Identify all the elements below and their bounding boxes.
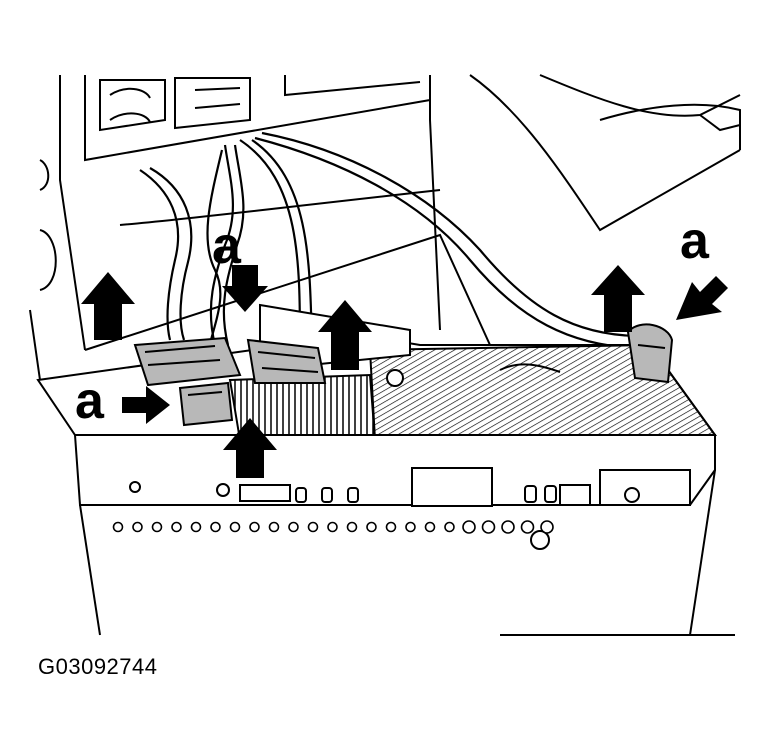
chassis-hole bbox=[424, 521, 436, 533]
connector-left bbox=[133, 336, 242, 387]
arrow-down-icon bbox=[222, 265, 268, 312]
chassis-hole bbox=[501, 520, 515, 534]
chassis-hole bbox=[462, 520, 476, 534]
chassis-hole bbox=[444, 521, 455, 533]
chassis-hole bbox=[132, 521, 143, 533]
callout-label: a bbox=[212, 217, 242, 275]
chassis-hole bbox=[210, 521, 221, 533]
chassis-hole bbox=[405, 521, 416, 533]
arrow-up-icon bbox=[81, 272, 135, 340]
chassis-hole bbox=[249, 521, 260, 533]
chassis-hole bbox=[520, 520, 535, 534]
chassis-hole bbox=[229, 521, 241, 533]
chassis-hole bbox=[327, 521, 338, 533]
connector-center bbox=[246, 338, 327, 384]
chassis-hole bbox=[366, 521, 377, 533]
arrow-up-icon bbox=[591, 265, 645, 332]
chassis-hole bbox=[346, 521, 358, 533]
chassis-hole bbox=[190, 521, 202, 533]
chassis-hole bbox=[151, 521, 163, 533]
arrow-up-icon bbox=[318, 300, 372, 370]
chassis-hole bbox=[288, 521, 299, 533]
figure-id-label: G03092744 bbox=[38, 654, 158, 679]
chassis-hole-row bbox=[112, 520, 554, 534]
callout-label: a bbox=[680, 212, 710, 270]
connector-right bbox=[626, 323, 674, 384]
arrow-up-icon bbox=[223, 418, 277, 478]
arrow-right-icon bbox=[122, 386, 170, 424]
callout-label: a bbox=[75, 372, 105, 430]
chassis-hole bbox=[385, 521, 397, 533]
chassis-hole bbox=[112, 521, 124, 533]
dashboard-frame bbox=[39, 74, 741, 636]
chassis-hole bbox=[171, 521, 182, 533]
chassis-hole bbox=[481, 520, 496, 534]
chassis-hole bbox=[307, 521, 319, 533]
arrow-diagonal-icon bbox=[676, 276, 728, 320]
head-unit-chassis bbox=[29, 303, 717, 636]
chassis-hole bbox=[540, 520, 554, 534]
chassis-hole bbox=[268, 521, 280, 533]
connector-lower bbox=[178, 381, 234, 427]
